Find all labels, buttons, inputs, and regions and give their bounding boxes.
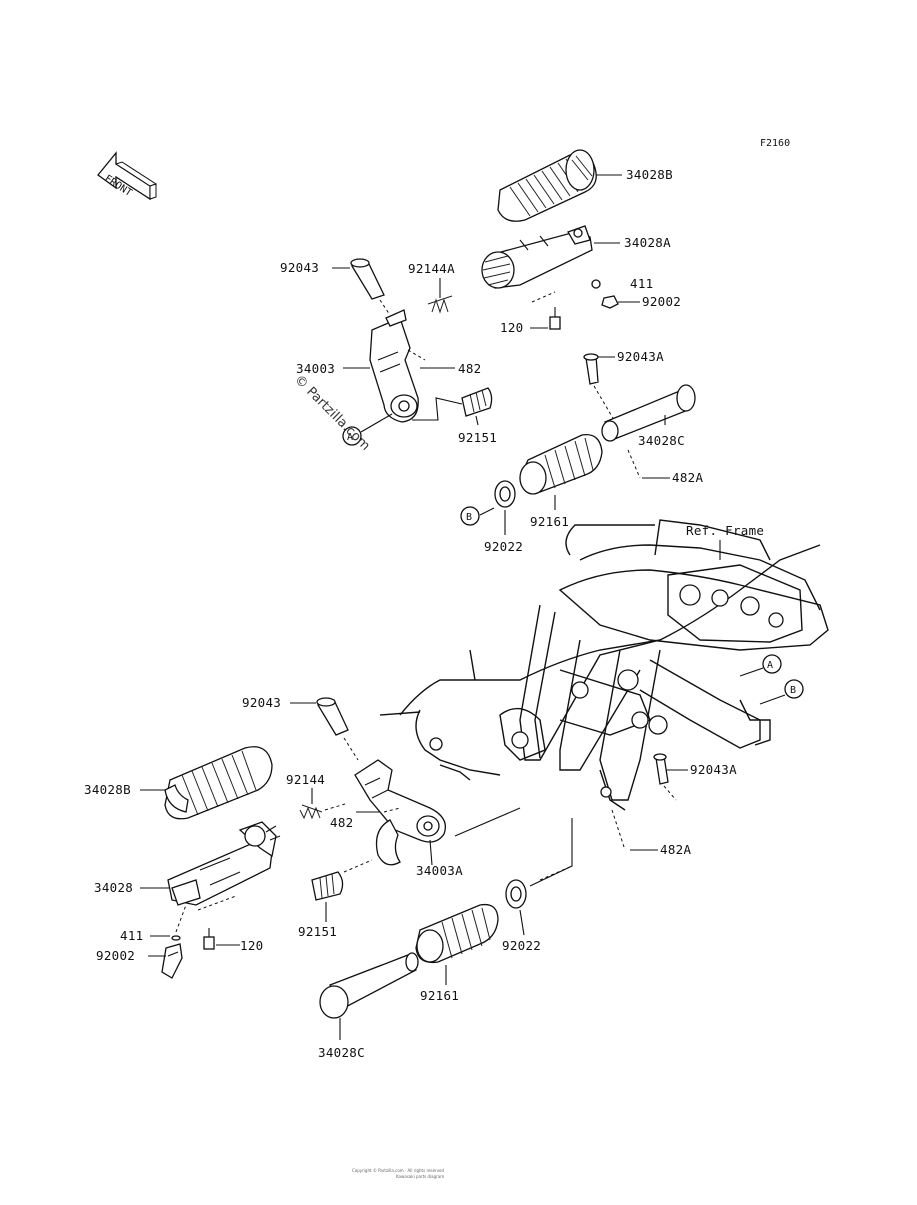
washer-411-top-icon — [591, 279, 601, 289]
ref-frame-label: Ref. Frame — [686, 523, 764, 538]
label-92161-top: 92161 — [530, 514, 569, 529]
label-92043A-bottom: 92043A — [690, 762, 737, 777]
washer-92022-top-icon — [494, 480, 516, 508]
bracket-34003A-icon — [354, 759, 447, 866]
pin-92043-top-icon — [350, 258, 385, 300]
footpeg-rubber-34028B-bottom-icon — [164, 746, 273, 820]
marker-b-top: B — [460, 506, 480, 526]
label-92043-top: 92043 — [280, 260, 319, 275]
watermark: © Partzilla.com — [291, 372, 373, 454]
label-92022-top: 92022 — [484, 539, 523, 554]
label-92144A: 92144A — [408, 261, 455, 276]
spring-92144A-icon — [427, 295, 453, 314]
pin-92043A-top-icon — [583, 353, 599, 385]
label-92144: 92144 — [286, 772, 325, 787]
label-34003A: 34003A — [416, 863, 463, 878]
marker-b-frame: B — [784, 679, 804, 699]
label-34028B-bottom: 34028B — [84, 782, 131, 797]
label-92002-bottom: 92002 — [96, 948, 135, 963]
label-92043-bottom: 92043 — [242, 695, 281, 710]
label-92002-top: 92002 — [642, 294, 681, 309]
marker-a-frame: A — [762, 654, 782, 674]
svg-text:A: A — [347, 432, 353, 443]
footer-copyright: Copyright © Partzilla.com · All rights r… — [352, 1168, 445, 1173]
pin-92043-bottom-icon — [316, 697, 349, 736]
bolt-120-bottom-icon — [203, 928, 215, 950]
label-482A-top: 482A — [672, 470, 703, 485]
label-411-top: 411 — [630, 276, 653, 291]
label-34028B-top: 34028B — [626, 167, 673, 182]
peg-tube-34028C-bottom-icon — [319, 952, 419, 1019]
svg-text:B: B — [466, 512, 472, 523]
part-labels: 34028B 34028A 92043 92144A 411 92002 120… — [84, 167, 737, 1060]
bracket-34003-icon — [369, 309, 419, 423]
bolt-120-top-icon — [549, 307, 561, 330]
label-120-bottom: 120 — [240, 938, 263, 953]
footpeg-rubber-34028B-top-icon — [497, 149, 597, 222]
svg-text:B: B — [790, 685, 796, 696]
label-92022-bottom: 92022 — [502, 938, 541, 953]
label-120-top: 120 — [500, 320, 523, 335]
label-92161-bottom: 92161 — [420, 988, 459, 1003]
label-34028C-bottom: 34028C — [318, 1045, 365, 1060]
rubber-92161-top-icon — [519, 433, 603, 495]
svg-text:A: A — [767, 660, 773, 671]
label-482-top: 482 — [458, 361, 481, 376]
footer-note: Kawasaki parts diagram — [396, 1174, 444, 1179]
ref-code: F2160 — [760, 138, 790, 149]
label-482A-bottom: 482A — [660, 842, 691, 857]
label-482-bottom: 482 — [330, 815, 353, 830]
footpeg-34028-icon — [167, 821, 281, 906]
washer-92022-bottom-icon — [505, 879, 527, 909]
plug-92151-top-icon — [461, 387, 493, 417]
pin-92043A-bottom-icon — [653, 753, 669, 785]
label-34028A: 34028A — [624, 235, 671, 250]
label-34028: 34028 — [94, 880, 133, 895]
motorcycle-frame-icon — [379, 519, 829, 811]
label-411-bottom: 411 — [120, 928, 143, 943]
footpeg-34028A-icon — [481, 225, 593, 289]
front-arrow-icon: FRONT — [97, 151, 158, 201]
plug-92151-bottom-icon — [311, 871, 344, 901]
peg-tube-34028C-top-icon — [601, 384, 696, 442]
washer-411-bottom-icon — [171, 935, 181, 941]
nut-92002-top-icon — [601, 295, 619, 309]
label-92043A-top: 92043A — [617, 349, 664, 364]
label-34028C-top: 34028C — [638, 433, 685, 448]
rubber-92161-bottom-icon — [415, 903, 499, 964]
marker-a-top: A — [342, 426, 362, 446]
nut-92002-bottom-icon — [161, 943, 183, 979]
label-34003: 34003 — [296, 361, 335, 376]
label-92151-bottom: 92151 — [298, 924, 337, 939]
label-92151-top: 92151 — [458, 430, 497, 445]
spring-92144-icon — [299, 804, 323, 820]
